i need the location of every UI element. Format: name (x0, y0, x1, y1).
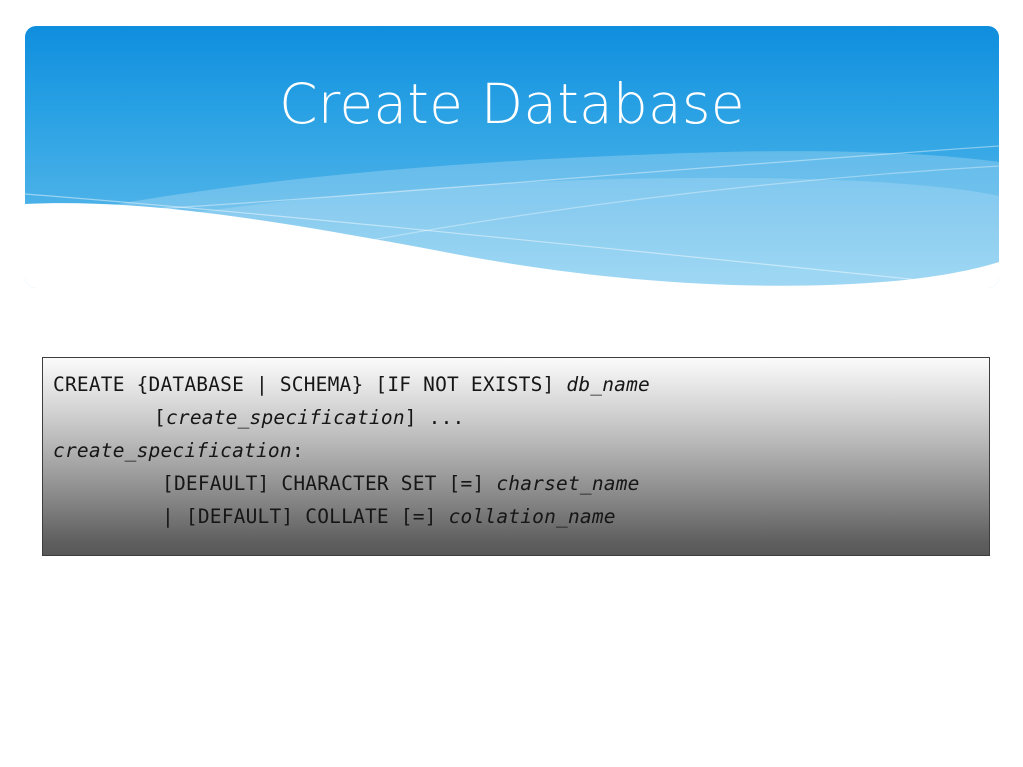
code-line: | [DEFAULT] COLLATE [=] collation_name (53, 500, 989, 533)
code-line: [DEFAULT] CHARACTER SET [=] charset_name (53, 467, 989, 500)
banner-wave-graphic (25, 26, 999, 288)
code-keyword-token: [ (154, 406, 166, 429)
code-line: [create_specification] ... (53, 401, 989, 434)
code-keyword-token: ] ... (404, 406, 465, 429)
code-line: CREATE {DATABASE | SCHEMA} [IF NOT EXIST… (53, 368, 989, 401)
code-line: create_specification: (53, 434, 989, 467)
sql-syntax-block: CREATE {DATABASE | SCHEMA} [IF NOT EXIST… (42, 357, 990, 556)
code-placeholder-token: create_specification (53, 439, 292, 462)
code-keyword-token: [DEFAULT] CHARACTER SET [=] (162, 472, 497, 495)
code-placeholder-token: create_specification (165, 406, 405, 429)
code-placeholder-token: collation_name (448, 505, 616, 528)
slide-header-banner (25, 26, 999, 288)
code-placeholder-token: charset_name (496, 472, 640, 495)
code-keyword-token: | [DEFAULT] COLLATE [=] (162, 505, 449, 528)
code-keyword-token: CREATE {DATABASE | SCHEMA} [IF NOT EXIST… (53, 373, 567, 396)
code-keyword-token: : (291, 439, 304, 462)
code-placeholder-token: db_name (566, 373, 651, 396)
page-title: Create Database (279, 72, 745, 136)
